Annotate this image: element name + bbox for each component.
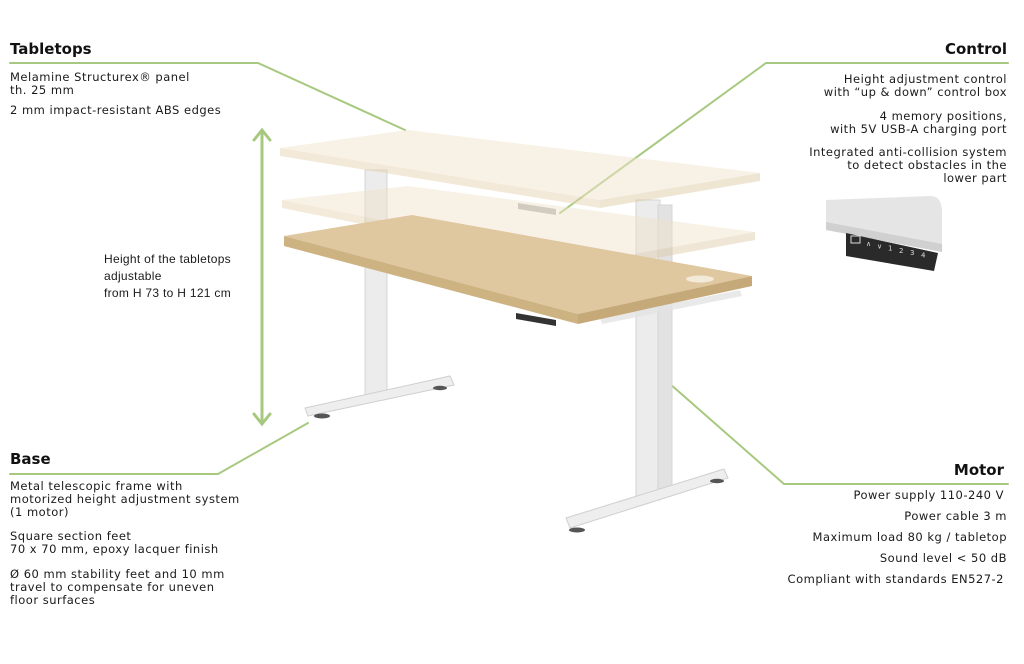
tabletops-callout-line (9, 62, 406, 131)
control-collision-spec: Integrated anti-collision system to dete… (809, 145, 1007, 185)
control-heading: Control (944, 40, 1007, 58)
control-box-key: ∧ (866, 240, 871, 248)
tabletops-heading: Tabletops (10, 40, 92, 58)
base-callout-line (9, 422, 309, 475)
control-box-key: 1 (888, 245, 892, 253)
control-box-key: 3 (910, 249, 914, 257)
tabletops-panel-spec: Melamine Structurex® panel th. 25 mm (10, 70, 190, 97)
motor-power-spec: Power supply 110-240 V (853, 488, 1004, 502)
control-box-key: 2 (899, 247, 903, 255)
base-stability-spec: Ø 60 mm stability feet and 10 mm travel … (10, 567, 225, 607)
height-arrow (252, 127, 272, 427)
control-box-key: 4 (921, 252, 926, 260)
motor-sound-spec: Sound level < 50 dB (879, 551, 1007, 565)
base-frame-spec: Metal telescopic frame with motorized he… (10, 479, 240, 519)
motor-load-spec: Maximum load 80 kg / tabletop (812, 530, 1007, 544)
base-feet-spec: Square section feet 70 x 70 mm, epoxy la… (10, 529, 219, 556)
motor-standard-spec: Compliant with standards EN527-2 (787, 572, 1004, 586)
control-box-key: ∨ (877, 242, 882, 250)
base-heading: Base (10, 450, 51, 468)
control-memory-spec: 4 memory positions, with 5V USB-A chargi… (830, 109, 1007, 136)
motor-callout-line (644, 361, 1009, 485)
height-range-label: Height of the tabletops adjustable from … (104, 252, 232, 300)
motor-heading: Motor (953, 461, 1004, 479)
control-box-display (850, 235, 861, 244)
tabletop-high (280, 130, 760, 215)
motor-cable-spec: Power cable 3 m (904, 509, 1007, 523)
tabletop-low (284, 215, 752, 326)
tabletops-edge-spec: 2 mm impact-resistant ABS edges (10, 103, 222, 117)
control-adjust-spec: Height adjustment control with “up & dow… (823, 72, 1007, 99)
